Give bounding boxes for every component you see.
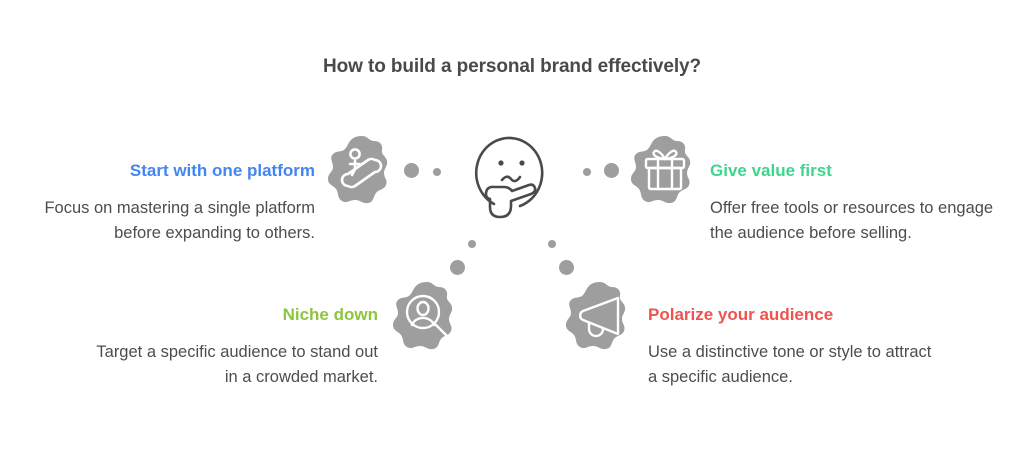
gift-icon: [628, 134, 702, 208]
connector-dot: [559, 260, 574, 275]
megaphone-icon: [563, 280, 637, 354]
thinking-face-icon: [464, 128, 564, 220]
item-polarize-your-audience: Polarize your audience Use a distinctive…: [648, 304, 943, 390]
item-start-with-one-platform: Start with one platform Focus on masteri…: [20, 160, 315, 246]
escalator-icon: [325, 134, 399, 208]
item-heading: Give value first: [710, 161, 832, 180]
item-body: Use a distinctive tone or style to attra…: [648, 343, 932, 387]
item-heading: Niche down: [282, 305, 378, 324]
connector-dot: [583, 168, 591, 176]
connector-dot: [433, 168, 441, 176]
page-title: How to build a personal brand effectivel…: [323, 56, 701, 77]
connector-dot: [404, 163, 419, 178]
item-heading: Polarize your audience: [648, 305, 834, 324]
item-give-value-first: Give value first Offer free tools or res…: [710, 160, 1005, 246]
item-body: Offer free tools or resources to engage …: [710, 199, 994, 243]
connector-dot: [468, 240, 476, 248]
item-body: Target a specific audience to stand out …: [96, 343, 378, 387]
connector-dot: [548, 240, 556, 248]
audience-search-icon: [390, 280, 464, 354]
connector-dot: [450, 260, 465, 275]
item-body: Focus on mastering a single platform bef…: [44, 199, 315, 243]
connector-dot: [604, 163, 619, 178]
item-heading: Start with one platform: [129, 161, 315, 180]
item-niche-down: Niche down Target a specific audience to…: [85, 304, 378, 390]
